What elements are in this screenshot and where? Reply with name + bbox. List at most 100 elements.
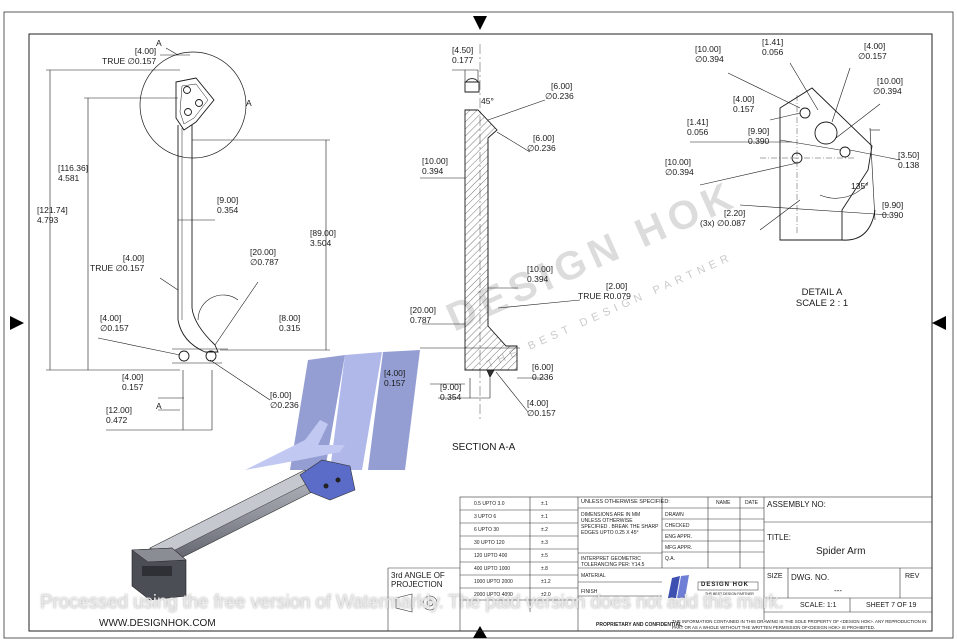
tolerance-value: ±.8 [541,566,548,572]
isometric-model [131,459,356,601]
tolerance-range: 2000 UPTO 4000 [474,592,513,598]
dim-height-121: [121.74]4.793 [37,205,68,225]
section-mark-a-top: A [156,38,162,48]
rev-label: REV [905,573,920,580]
detail-mark-a: A [246,98,252,108]
sec-dim-6c: [6.00]0.236 [532,362,554,382]
det-dim-3-50: [3.50]0.138 [898,150,920,170]
section-mark-a-bottom: A [156,401,162,411]
det-dim-10b: [10.00]∅0.394 [873,76,903,96]
section-view [420,44,520,420]
dim-hole-top-left: [4.00]TRUE ∅0.157 [102,46,157,66]
dim-width-9: [9.00]0.354 [217,195,239,215]
finish-label: FINISH [581,589,598,595]
tolerance-range: 30 UPTO 120 [474,540,505,546]
detail-view [760,87,876,241]
dwg-number-label: DWG. NO. [791,573,830,582]
sec-dim-9: [9.00]0.354 [440,382,462,402]
det-angle-135: 135° [851,181,869,191]
dim-height-116: [116.36]4.581 [58,163,89,183]
tolerance-value: ±.5 [541,553,548,559]
approval-row-label: CHECKED [665,523,690,529]
tolerance-value: ±2.0 [541,592,551,598]
right-center-arrow [932,316,946,330]
tolerance-value: ±.1 [541,514,548,520]
dim-12: [12.00]0.472 [106,405,132,425]
tolerance-range: 3 UPTO 6 [474,514,497,520]
sec-dim-4a: [4.00]0.157 [384,368,406,388]
det-dim-10a: [10.00]∅0.394 [695,44,724,64]
det-dim-1-41a: [1.41]0.056 [762,37,784,57]
size-label: SIZE [767,573,783,580]
det-dim-1-41b: [1.41]0.056 [687,117,709,137]
tolerance-range: 1000 UPTO 2000 [474,579,513,585]
sec-dim-10b: [10.00]0.394 [527,264,553,284]
tolerance-value: ±1.2 [541,579,551,585]
sec-dim-10a: [10.00]0.394 [422,156,448,176]
drawing-title: Spider Arm [816,546,866,557]
watermark-notice: Processed using the free version of Wate… [40,592,784,613]
unless-specified-note: UNLESS OTHERWISE SPECIFIED: [581,499,670,505]
date-header: DATE [745,500,758,506]
det-dim-2-20: [2.20](3x) ∅0.087 [700,208,746,228]
top-center-arrow [473,16,487,30]
dim-8: [8.00]0.315 [279,313,301,333]
det-dim-9-90a: [9.90]0.390 [748,126,770,146]
section-caption: SECTION A-A [452,442,516,453]
sheet-label: SHEET 7 OF 19 [866,602,917,609]
dim-radius-20: [20.00]∅0.787 [250,247,279,267]
dimensions-note: DIMENSIONS ARE IN MM UNLESS OTHERWISE SP… [581,512,659,536]
scale-label: SCALE: 1:1 [800,602,837,609]
approval-row-label: Q.A. [665,556,676,562]
title-label: TITLE: [767,533,792,542]
sec-dim-20: [20.00]0.787 [410,305,436,325]
sec-dim-hole-4: [4.00]∅0.157 [527,398,556,418]
projection-symbol [395,593,438,613]
detail-dimension-lines [690,62,901,231]
dim-height-89: [89.00]3.504 [310,228,336,248]
dim-hole-mid-left: [4.00]TRUE ∅0.157 [90,253,145,273]
bottom-center-arrow [473,626,487,638]
material-label: MATERIAL [581,573,606,579]
det-dim-10c: [10.00]∅0.394 [665,157,694,177]
sec-dim-hole-6b: [6.00]∅0.236 [527,133,556,153]
left-center-arrow [10,316,24,330]
sec-dim-hole-6a: [6.00]∅0.236 [545,81,574,101]
dim-hole-low-left: [4.00]∅0.157 [100,313,129,333]
assembly-label: ASSEMBLY NO: [767,500,826,509]
det-dim-4a: [4.00]∅0.157 [858,41,887,61]
tolerance-range: 6 UPTO 30 [474,527,499,533]
det-dim-9-90b: [9.90]0.390 [882,200,904,220]
titleblock-logo-tagline: THE BEST DESIGN PARTNER [705,592,754,596]
front-view-dimension-lines [46,47,330,431]
section-dimension-lines [420,69,581,413]
det-dim-4b: [4.00]0.157 [733,94,755,114]
geometric-note: INTERPRET GEOMETRIC TOLERANCING PER: Y14… [581,556,645,568]
watermark-logo [245,350,420,470]
approval-row-label: DRAWN [665,512,684,518]
disclaimer-text: THE INFORMATION CONTAINED IN THIS DRAWIN… [672,619,927,630]
sec-dim-radius: [2.00]TRUE R0.079 [578,281,631,301]
approval-row-label: ENG APPR. [665,534,692,540]
titleblock-logo-icon [668,575,759,598]
title-block-grid [387,496,933,632]
dim-4-bottom: [4.00]0.157 [122,372,144,392]
tolerance-range: 120 UPTO 400 [474,553,508,559]
tolerance-value: ±.1 [541,501,548,507]
sec-dim-4-50: [4.50]0.177 [452,45,474,65]
titleblock-logo-text: DESIGN HOK [701,582,750,588]
front-view [139,51,247,364]
dim-hole-6: [6.00]∅0.236 [270,390,299,410]
tolerance-value: ±.2 [541,527,548,533]
website-footer: WWW.DESIGNHOK.COM [99,618,216,629]
approval-row-label: MFG APPR. [665,545,693,551]
tolerance-range: 0.5 UPTO 3.0 [474,501,505,507]
name-header: NAME [716,500,731,506]
tolerance-value: ±.3 [541,540,548,546]
proprietary-label: PROPRIETARY AND CONFIDENTIAL [596,622,683,628]
tolerance-range: 400 UPTO 1000 [474,566,511,572]
sec-angle-45: 45° [481,96,494,106]
